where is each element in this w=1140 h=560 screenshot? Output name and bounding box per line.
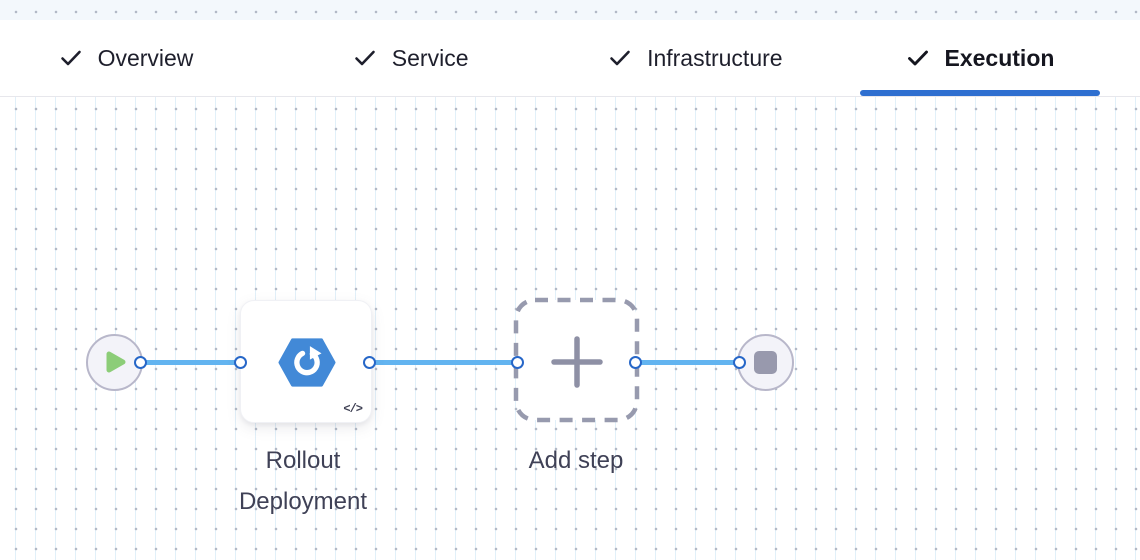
- pipeline-canvas[interactable]: </> Rollout Deployment Add step: [0, 97, 1140, 560]
- add-step-label: Add step: [528, 447, 624, 474]
- check-icon: [907, 50, 928, 66]
- port-start-out[interactable]: [133, 355, 147, 369]
- play-icon: [106, 351, 126, 373]
- tab-overview[interactable]: Overview: [6, 20, 246, 96]
- code-icon[interactable]: </>: [343, 402, 363, 416]
- port-step-out[interactable]: [362, 355, 376, 369]
- check-icon: [610, 50, 630, 66]
- stop-icon: [753, 350, 777, 374]
- check-icon: [354, 50, 375, 66]
- canvas-top-strip: [0, 0, 1140, 20]
- tab-label: Infrastructure: [647, 44, 783, 71]
- port-addstep-in[interactable]: [510, 355, 524, 369]
- pipeline-stage-tabbar: Overview Service Infrastructure Executio…: [0, 20, 1140, 97]
- end-node[interactable]: [736, 333, 794, 391]
- k8s-rollout-hexagon-icon: [278, 338, 336, 387]
- tab-label: Overview: [97, 44, 194, 71]
- port-addstep-out[interactable]: [628, 355, 642, 369]
- tab-service[interactable]: Service: [291, 20, 531, 96]
- tab-label: Execution: [944, 44, 1055, 71]
- port-end-in[interactable]: [732, 355, 746, 369]
- plus-icon: [551, 336, 603, 388]
- edge-start-to-step: [140, 359, 240, 365]
- step-node-rollout-deployment[interactable]: </>: [240, 300, 372, 423]
- port-step-in[interactable]: [233, 355, 247, 369]
- edge-step-to-addstep: [369, 359, 517, 365]
- step-node-label: Rollout Deployment: [238, 447, 368, 515]
- check-icon: [60, 50, 81, 66]
- add-step-node[interactable]: [513, 297, 640, 423]
- tab-label: Service: [391, 44, 469, 71]
- tab-infrastructure[interactable]: Infrastructure: [575, 20, 815, 96]
- tab-execution[interactable]: Execution: [859, 20, 1100, 96]
- start-node[interactable]: [85, 333, 143, 391]
- edge-addstep-to-end: [636, 359, 739, 365]
